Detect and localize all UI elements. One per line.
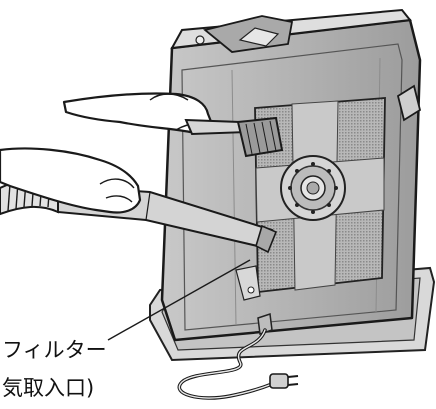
air-intake-label: 気取入口) (2, 378, 94, 399)
filter-label: フィルター (2, 340, 107, 361)
